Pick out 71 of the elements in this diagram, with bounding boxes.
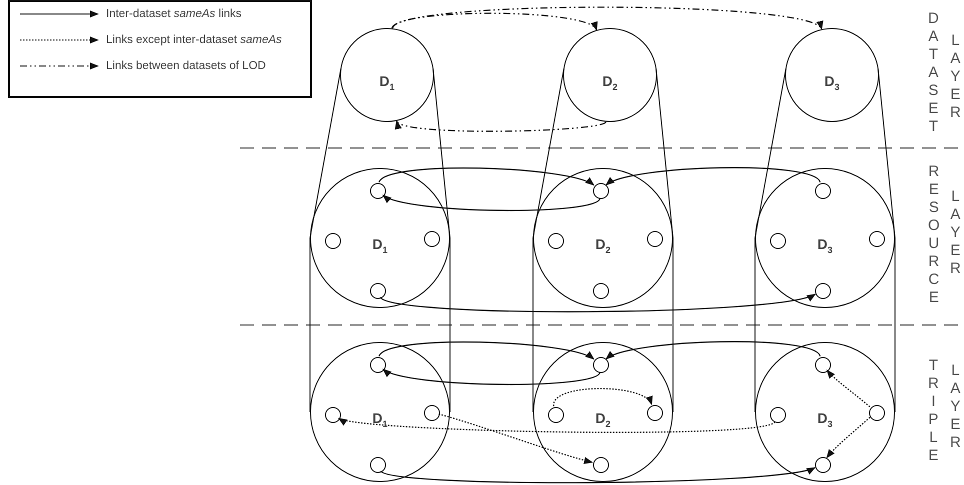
dataset-circle xyxy=(785,28,879,122)
link-arrow xyxy=(338,416,776,433)
dataset-label: D$_{3}$ xyxy=(817,410,833,428)
entity-circle xyxy=(370,457,386,473)
entity-circle xyxy=(593,357,609,373)
entity-circle xyxy=(869,405,885,421)
entity-circle xyxy=(593,183,609,199)
entity-circle xyxy=(593,283,609,299)
layer-label: LAYER xyxy=(950,32,961,122)
dataset-label: D$_{1}$ xyxy=(372,236,388,254)
link-arrow xyxy=(553,388,652,406)
entity-circle xyxy=(370,357,386,373)
entity-circle xyxy=(869,231,885,247)
link-arrow xyxy=(378,341,595,360)
dataset-circle xyxy=(310,342,450,482)
link-arrow xyxy=(826,370,870,408)
entity-circle xyxy=(424,231,440,247)
dataset-circle xyxy=(533,342,673,482)
entity-circle xyxy=(370,283,386,299)
entity-circle xyxy=(548,407,564,423)
link-arrow xyxy=(382,368,600,385)
entity-circle xyxy=(815,457,831,473)
dataset-label: D$_{1}$ xyxy=(379,72,395,92)
entity-circle xyxy=(770,233,786,249)
entity-circle xyxy=(815,283,831,299)
dataset-circle xyxy=(755,342,895,482)
dataset-label: D$_{3}$ xyxy=(824,72,840,92)
entity-circle xyxy=(593,457,609,473)
entity-circle xyxy=(815,357,831,373)
dataset-circle xyxy=(340,28,434,122)
legend-text: Inter-dataset sameAs links xyxy=(106,8,242,20)
dataset-circle xyxy=(533,168,673,308)
link-arrow xyxy=(396,120,606,132)
entity-circle xyxy=(370,183,386,199)
dataset-label: D$_{1}$ xyxy=(372,410,388,428)
dataset-circle xyxy=(755,168,895,308)
layer-label: LAYER xyxy=(950,188,961,278)
layer-label: DATASET xyxy=(928,10,939,136)
link-arrow xyxy=(392,12,598,31)
entity-circle xyxy=(647,231,663,247)
entity-circle xyxy=(647,405,663,421)
link-arrow xyxy=(392,6,822,30)
link-arrow xyxy=(378,167,595,186)
link-arrow xyxy=(438,413,594,464)
dataset-label: D$_{3}$ xyxy=(817,236,833,254)
dataset-circle xyxy=(310,168,450,308)
link-arrow xyxy=(826,416,870,458)
layer-label: RESOURCE xyxy=(928,163,940,307)
entity-circle xyxy=(548,233,564,249)
legend-text: Links except inter-dataset sameAs xyxy=(106,34,282,46)
entity-circle xyxy=(325,407,341,423)
dataset-circle xyxy=(563,28,657,122)
layer-label: TRIPLE xyxy=(928,357,939,465)
link-arrow xyxy=(605,341,821,360)
link-arrow xyxy=(382,194,600,211)
dataset-label: D$_{2}$ xyxy=(602,72,618,92)
link-arrow xyxy=(380,466,816,484)
projection-line xyxy=(754,238,756,412)
legend-text: Links between datasets of LOD xyxy=(106,60,266,72)
link-arrow xyxy=(605,167,821,186)
entity-circle xyxy=(815,183,831,199)
dataset-label: D$_{2}$ xyxy=(595,236,611,254)
layer-label: LAYER xyxy=(950,362,961,452)
link-arrow xyxy=(380,293,816,312)
entity-circle xyxy=(770,407,786,423)
projection-line xyxy=(672,238,674,412)
entity-circle xyxy=(424,405,440,421)
entity-circle xyxy=(325,233,341,249)
projection-line xyxy=(532,238,534,412)
projection-line xyxy=(894,238,896,412)
dataset-label: D$_{2}$ xyxy=(595,410,611,428)
